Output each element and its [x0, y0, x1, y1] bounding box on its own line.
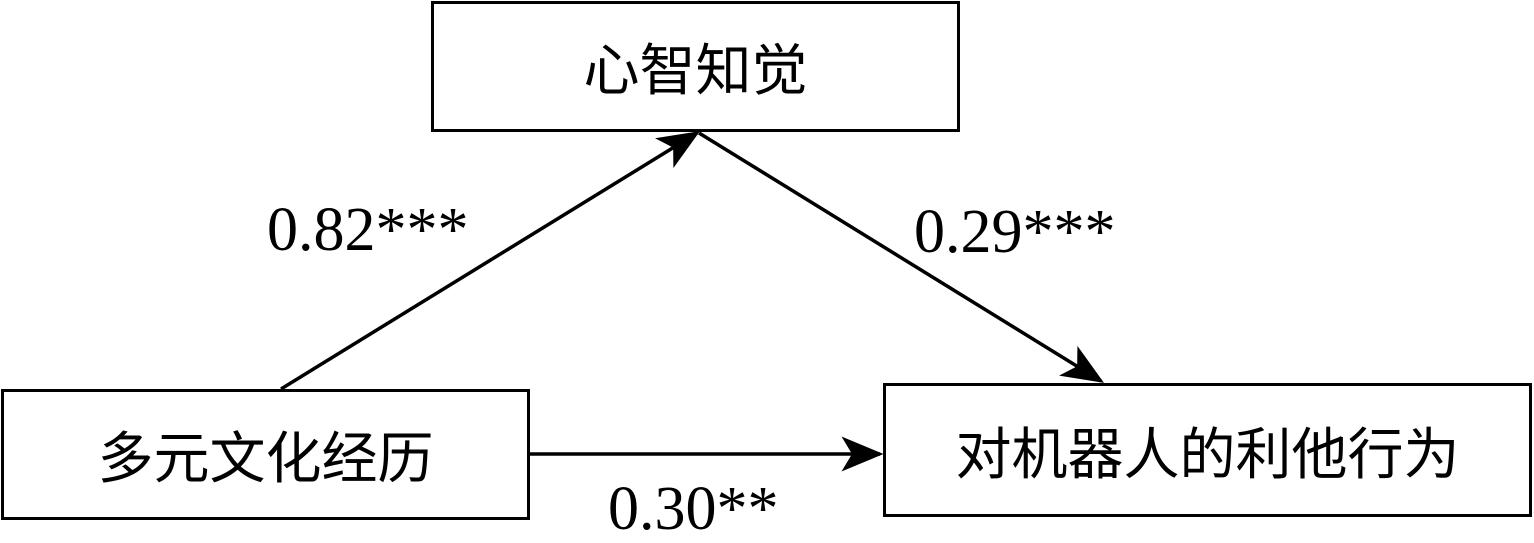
predictor-box: 多元文化经历	[1, 389, 530, 520]
path-a-coefficient: 0.82***	[267, 196, 469, 264]
outcome-box: 对机器人的利他行为	[883, 383, 1532, 517]
mediator-label: 心智知觉	[583, 39, 808, 104]
mediator-box: 心智知觉	[431, 1, 960, 132]
path-arrows	[280, 131, 1104, 472]
outcome-label: 对机器人的利他行为	[955, 422, 1460, 488]
path-a-arrow	[280, 131, 700, 391]
path-b-coefficient: 0.29***	[914, 198, 1116, 266]
path-c-coefficient: 0.30**	[608, 475, 779, 543]
predictor-label: 多元文化经历	[97, 427, 434, 492]
path-b-arrow	[698, 131, 1104, 383]
